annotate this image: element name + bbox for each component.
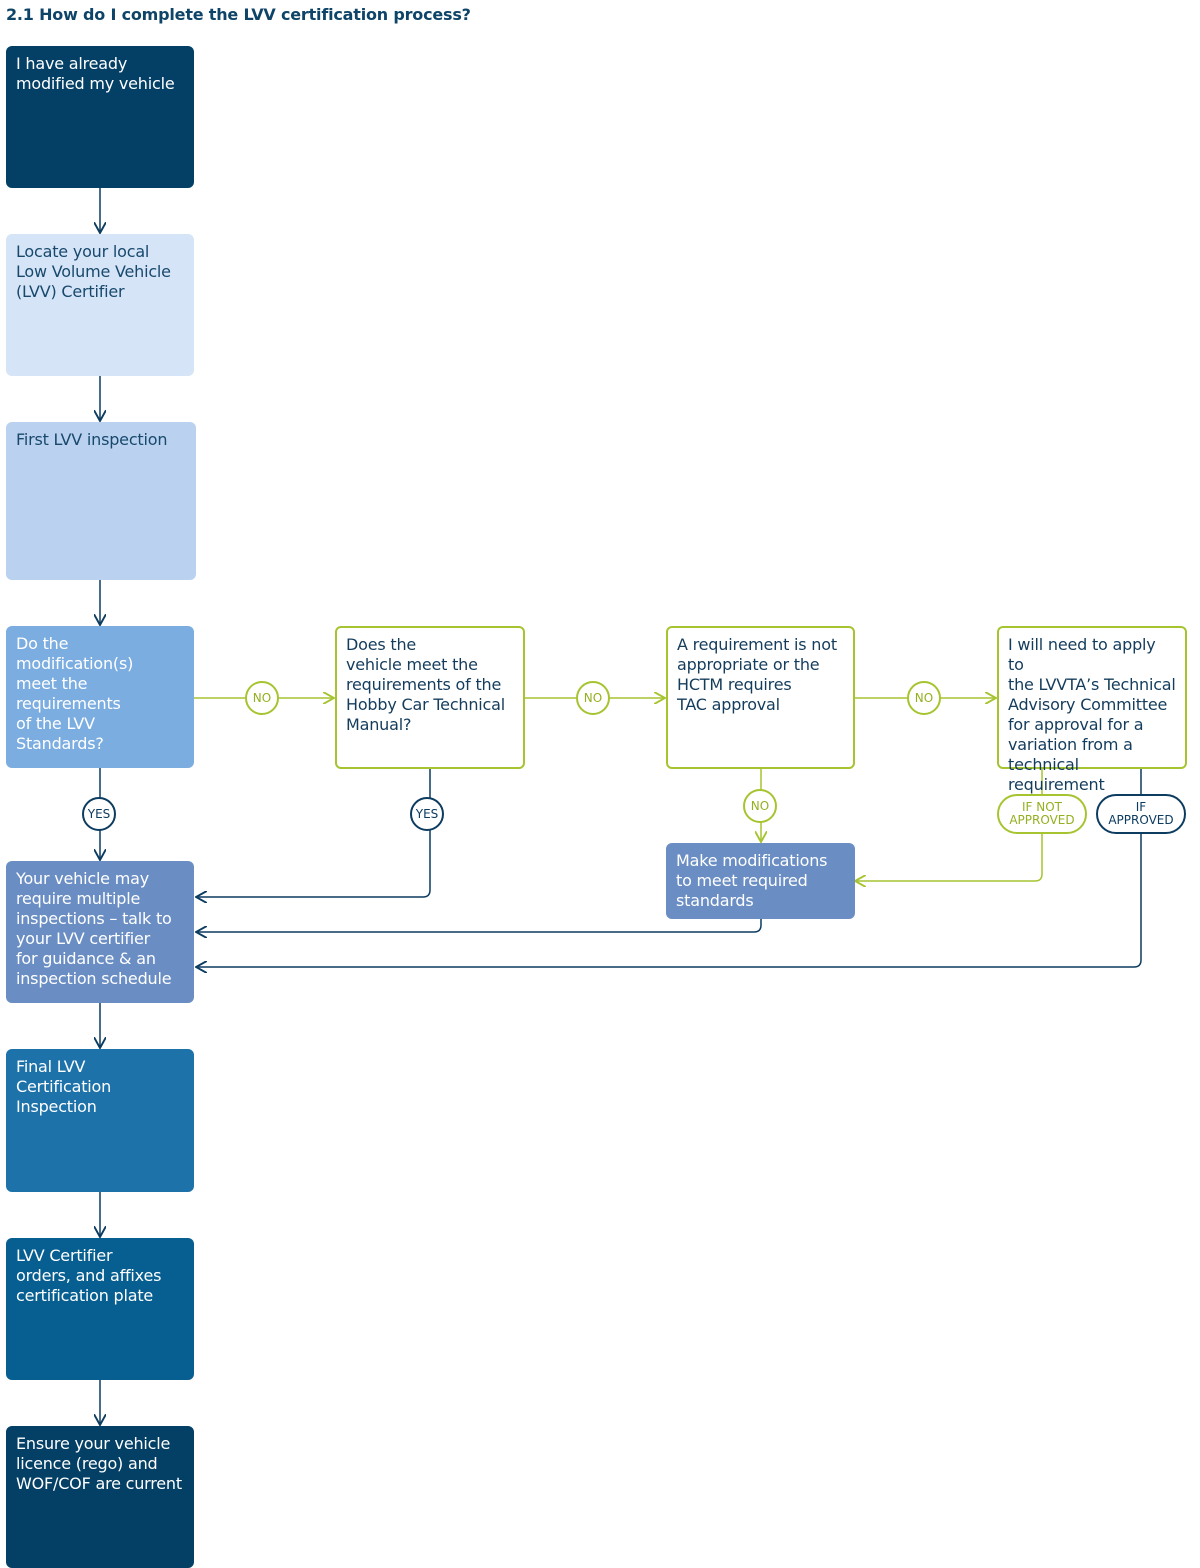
label-no-hobby: NO: [576, 681, 610, 715]
arrow-hobby-yes: [196, 768, 431, 897]
node-hobby-car: Does the vehicle meet the requirements o…: [335, 626, 525, 769]
node-make-modifications: Make modifications to meet required stan…: [666, 843, 855, 919]
page-title: 2.1 How do I complete the LVV certificat…: [6, 5, 471, 24]
node-certifier-plate: LVV Certifier orders, and affixes certif…: [6, 1238, 194, 1380]
label-yes-hobby: YES: [410, 797, 444, 831]
node-ensure-licence: Ensure your vehicle licence (rego) and W…: [6, 1426, 194, 1568]
node-already-modified: I have already modified my vehicle: [6, 46, 194, 188]
node-first-inspection: First LVV inspection: [6, 422, 196, 580]
node-multiple-inspections: Your vehicle may require multiple inspec…: [6, 861, 194, 1003]
node-apply-tac: I will need to apply to the LVVTA’s Tech…: [997, 626, 1187, 794]
node-meet-standards: Do the modification(s) meet the requirem…: [6, 626, 194, 768]
label-no-down: NO: [743, 789, 777, 823]
node-locate-certifier: Locate your local Low Volume Vehicle (LV…: [6, 234, 194, 376]
arrow-modifications-return: [196, 919, 762, 932]
node-requirement-not-appropriate: A requirement is not appropriate or the …: [666, 626, 855, 769]
node-final-inspection: Final LVV Certification Inspection: [6, 1049, 194, 1192]
label-no-requirement: NO: [907, 681, 941, 715]
arrow-if-approved: [196, 768, 1142, 967]
label-if-approved: IF APPROVED: [1096, 794, 1186, 834]
arrow-if-not-approved: [855, 768, 1043, 881]
label-yes-standards: YES: [82, 797, 116, 831]
label-if-not-approved: IF NOT APPROVED: [997, 794, 1087, 834]
label-no-standards: NO: [245, 681, 279, 715]
